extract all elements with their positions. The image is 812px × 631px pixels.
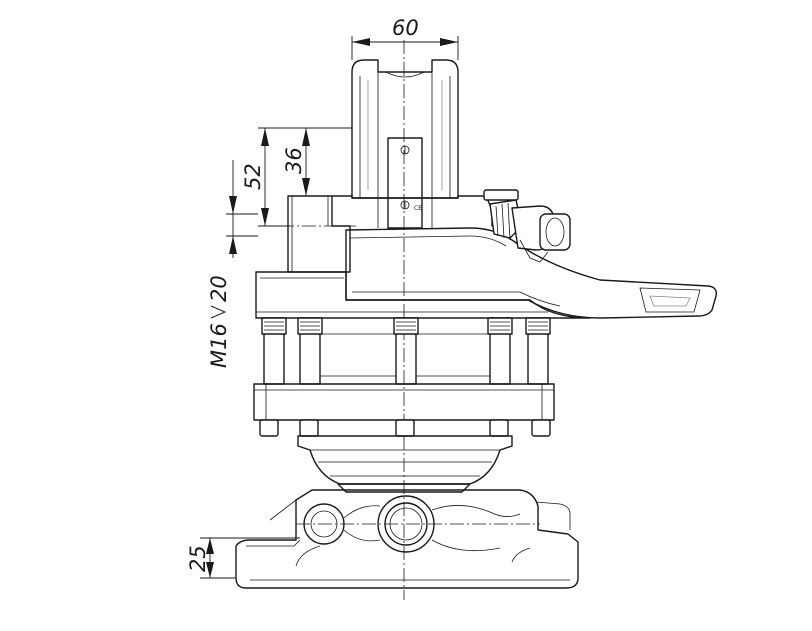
dimension-height-36 [300,127,352,196]
base-mount [235,489,579,589]
bolt-heads [259,419,551,437]
bracket-shoulder [331,195,493,227]
dimension-label-60: 60 [392,16,419,40]
thread-depth-label: 20 [207,275,231,302]
depth-symbol-icon [210,305,227,319]
dimension-height-52 [258,127,352,227]
upper-flange [255,271,591,319]
dimension-label-25: 25 [186,545,210,572]
rotating-housing [297,435,513,493]
dimension-width-60 [351,36,459,60]
ce-mark: CE [414,205,422,212]
thread-callout: M16 20 [207,275,231,368]
rotator-body [345,227,718,319]
top-link-bracket [351,59,459,228]
hydraulic-port-block [280,195,356,273]
label-plate: CE [387,137,423,229]
dimension-label-36: 36 [282,147,306,174]
dimension-label-52: 52 [241,163,265,190]
hydraulic-couplings [483,189,571,263]
dimension-thread [226,160,258,258]
dimension-base-25 [200,537,300,579]
thread-size-label: M16 [207,323,231,368]
studs-row [261,317,551,385]
